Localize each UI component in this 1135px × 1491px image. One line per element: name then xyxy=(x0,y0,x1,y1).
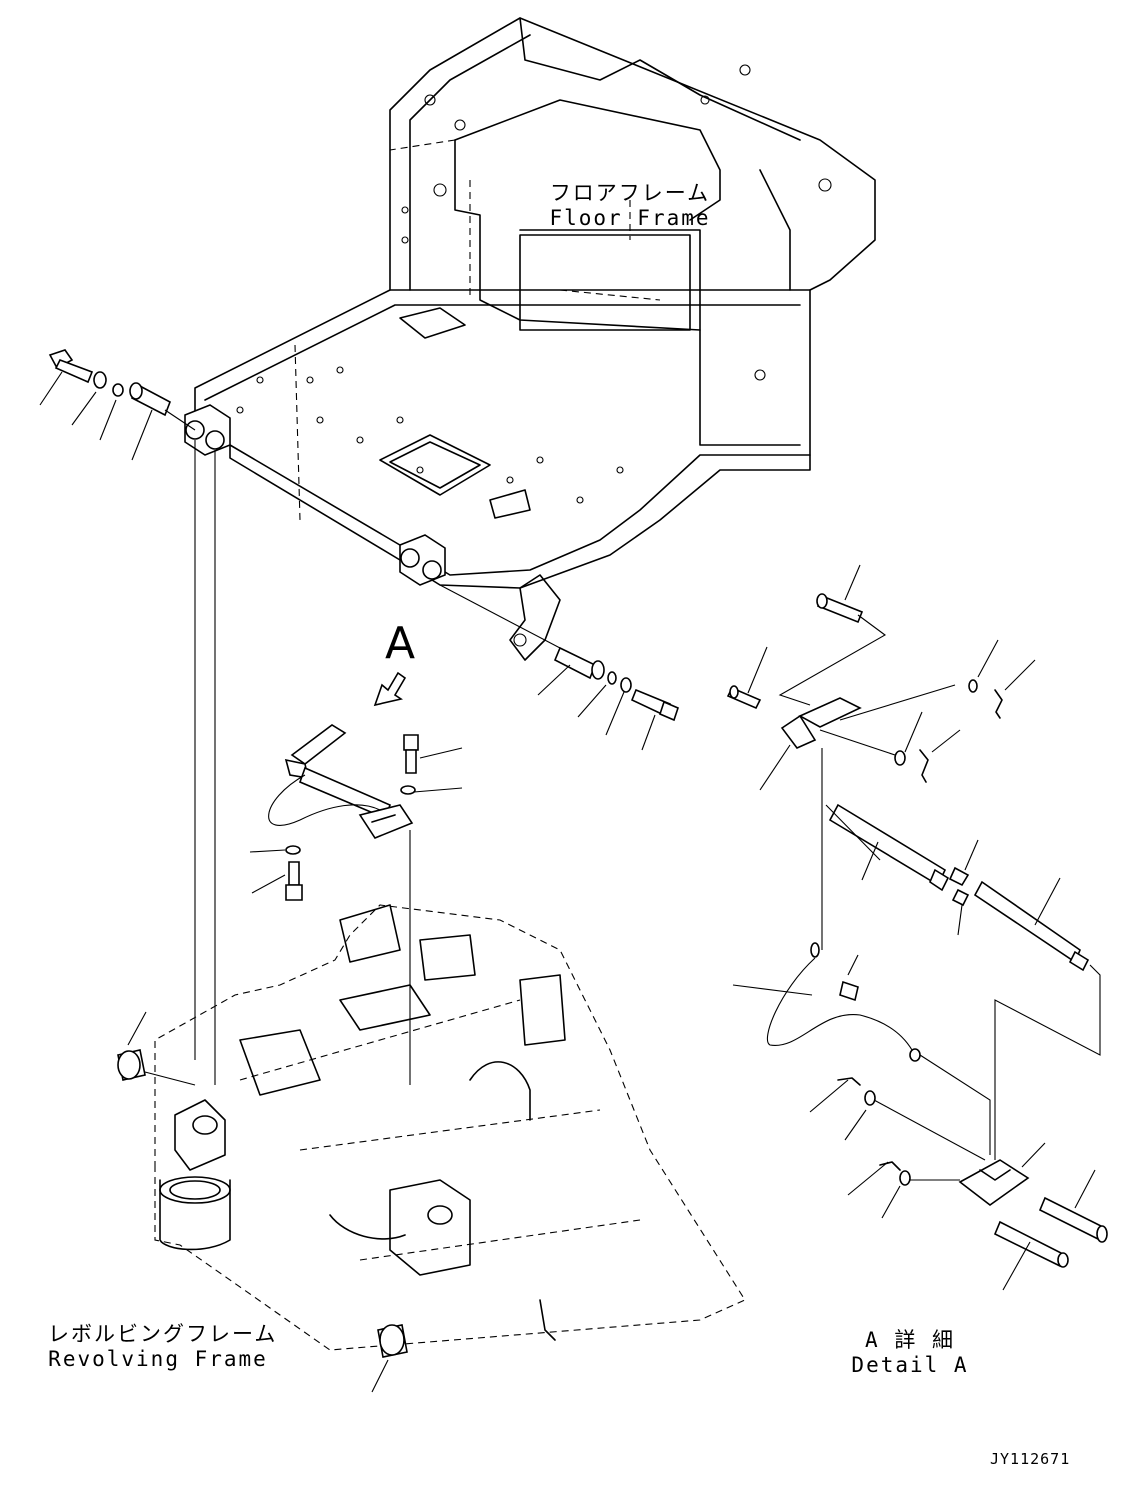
detail-a-label-ja: A 詳 細 xyxy=(865,1328,955,1352)
drawing-number: JY112671 xyxy=(990,1450,1071,1468)
floor-frame-label-en: Floor Frame xyxy=(549,206,711,231)
detail-a-label: A 詳 細 Detail A xyxy=(850,1328,970,1378)
left-hinge-parts xyxy=(39,349,216,1085)
revolving-frame-label: レボルビングフレーム Revolving Frame xyxy=(48,1322,278,1372)
view-direction-arrow-icon xyxy=(373,671,407,707)
centre-gas-spring-assembly xyxy=(249,584,679,1085)
revolving-frame-label-ja: レボルビングフレーム xyxy=(48,1322,278,1346)
floor-frame-assembly xyxy=(184,17,876,661)
view-a-marker: A xyxy=(385,618,416,669)
floor-frame-label: フロアフレーム Floor Frame xyxy=(545,181,715,231)
floor-frame-label-ja: フロアフレーム xyxy=(549,181,711,205)
detail-a-assembly xyxy=(726,564,1108,1291)
revolving-frame-label-en: Revolving Frame xyxy=(48,1347,268,1372)
revolving-frame-assembly xyxy=(117,904,746,1393)
detail-a-label-en: Detail A xyxy=(851,1353,969,1378)
